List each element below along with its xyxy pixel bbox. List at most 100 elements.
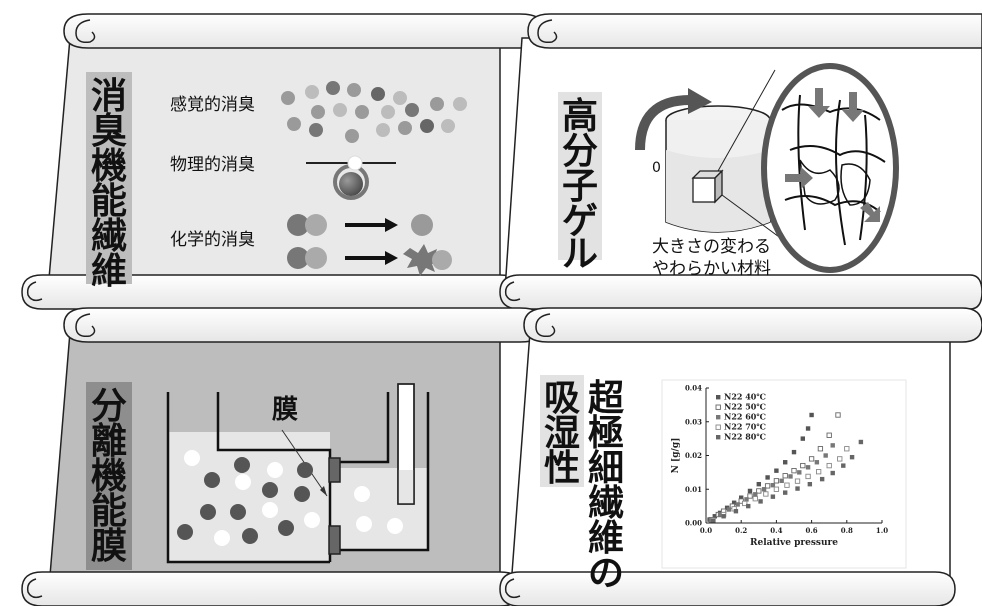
- data-point: [784, 482, 790, 488]
- x-tick-label: 0.6: [806, 526, 818, 535]
- y-tick-label: 0.00: [685, 519, 702, 528]
- data-point: [717, 512, 723, 517]
- svg-text:細: 細: [588, 448, 624, 489]
- gel-container-icon: 0: [635, 69, 791, 246]
- membrane-label: 膜: [272, 395, 298, 425]
- data-point: [830, 443, 835, 448]
- data-point: [807, 481, 813, 487]
- svg-text:0: 0: [652, 160, 661, 176]
- data-point: [735, 502, 740, 507]
- legend-entry: N22 60℃: [724, 412, 766, 422]
- data-point: [742, 500, 748, 507]
- data-point: [770, 483, 776, 488]
- scroll-panel-deodorant-fiber: [21, 13, 546, 310]
- y-tick-label: 0.03: [685, 417, 702, 426]
- data-point: [752, 496, 758, 502]
- legend-marker: [715, 404, 721, 410]
- gel-caption-line2: やわらかい材料: [652, 259, 771, 279]
- data-point: [791, 449, 797, 455]
- data-point: [805, 473, 811, 480]
- data-point: [800, 436, 805, 441]
- title-box: [540, 375, 584, 487]
- data-point: [761, 487, 767, 492]
- legend-marker: [716, 435, 721, 440]
- data-point: [823, 453, 828, 458]
- y-tick-label: 0.04: [685, 384, 702, 393]
- data-point: [815, 469, 822, 475]
- svg-text:能: 能: [91, 491, 127, 532]
- legend-entry: N22 80℃: [724, 432, 766, 442]
- data-point: [819, 476, 825, 482]
- svg-text:離: 離: [91, 421, 127, 462]
- label-sensory-deodorization: 感覚的消臭: [170, 95, 255, 115]
- legend-marker: [715, 424, 721, 430]
- y-tick-label: 0.02: [685, 451, 702, 460]
- svg-text:分: 分: [91, 386, 127, 427]
- data-point: [756, 488, 762, 494]
- svg-text:繊: 繊: [91, 216, 127, 257]
- legend-marker: [716, 395, 721, 400]
- data-point: [830, 470, 835, 476]
- svg-text:分: 分: [562, 131, 598, 172]
- title-box: [558, 92, 602, 260]
- data-point: [794, 478, 801, 484]
- svg-text:機: 機: [91, 456, 127, 497]
- panel3-title: 分 離 機 能 膜: [91, 386, 127, 567]
- data-point: [782, 473, 788, 479]
- data-point: [756, 481, 761, 487]
- x-tick-label: 1.0: [876, 526, 888, 535]
- chemical-reaction-icon: [287, 214, 452, 276]
- svg-text:膜: 膜: [91, 526, 127, 567]
- data-point: [758, 499, 763, 504]
- data-point: [805, 426, 811, 431]
- data-point: [773, 486, 780, 492]
- membrane-separation-icon: [166, 383, 430, 564]
- data-point: [809, 412, 814, 418]
- legend-marker: [716, 415, 721, 420]
- data-point: [800, 462, 806, 469]
- data-point: [744, 497, 749, 502]
- data-point: [788, 474, 793, 479]
- data-point: [817, 446, 824, 452]
- data-point: [805, 465, 811, 470]
- label-physical-deodorization: 物理的消臭: [170, 155, 255, 175]
- svg-text:繊: 繊: [588, 483, 624, 524]
- svg-text:吸: 吸: [544, 378, 580, 419]
- data-point: [797, 470, 802, 475]
- y-axis-label: N [g/g]: [671, 438, 681, 474]
- svg-text:の: の: [588, 553, 624, 594]
- data-point: [712, 514, 717, 519]
- legend-entry: N22 50℃: [724, 402, 766, 412]
- data-point: [826, 462, 832, 469]
- svg-text:臭: 臭: [91, 111, 127, 152]
- svg-text:子: 子: [562, 166, 598, 207]
- data-point: [826, 432, 832, 438]
- legend-entry: N22 70℃: [724, 422, 766, 432]
- data-point: [783, 490, 788, 495]
- data-point: [710, 518, 716, 524]
- x-tick-label: 0.8: [841, 526, 853, 535]
- data-point: [841, 463, 846, 468]
- data-point: [808, 456, 815, 462]
- data-point: [858, 439, 864, 445]
- x-tick-label: 0.2: [735, 526, 747, 535]
- x-tick-label: 0.0: [700, 526, 712, 535]
- y-tick-label: 0.01: [685, 485, 702, 494]
- data-point: [795, 486, 800, 491]
- data-point: [765, 475, 770, 480]
- data-point: [844, 446, 850, 452]
- svg-text:機: 機: [91, 146, 127, 187]
- svg-text:性: 性: [544, 448, 580, 489]
- data-point: [773, 478, 780, 484]
- data-point: [747, 493, 753, 499]
- sensory-molecules-icon: [281, 81, 467, 143]
- svg-text:消: 消: [91, 76, 127, 117]
- data-point: [774, 468, 779, 473]
- data-point: [763, 491, 769, 497]
- svg-text:高: 高: [562, 96, 598, 137]
- data-point: [791, 468, 797, 474]
- panel2-title: 高 分 子 ゲ ル: [562, 96, 598, 275]
